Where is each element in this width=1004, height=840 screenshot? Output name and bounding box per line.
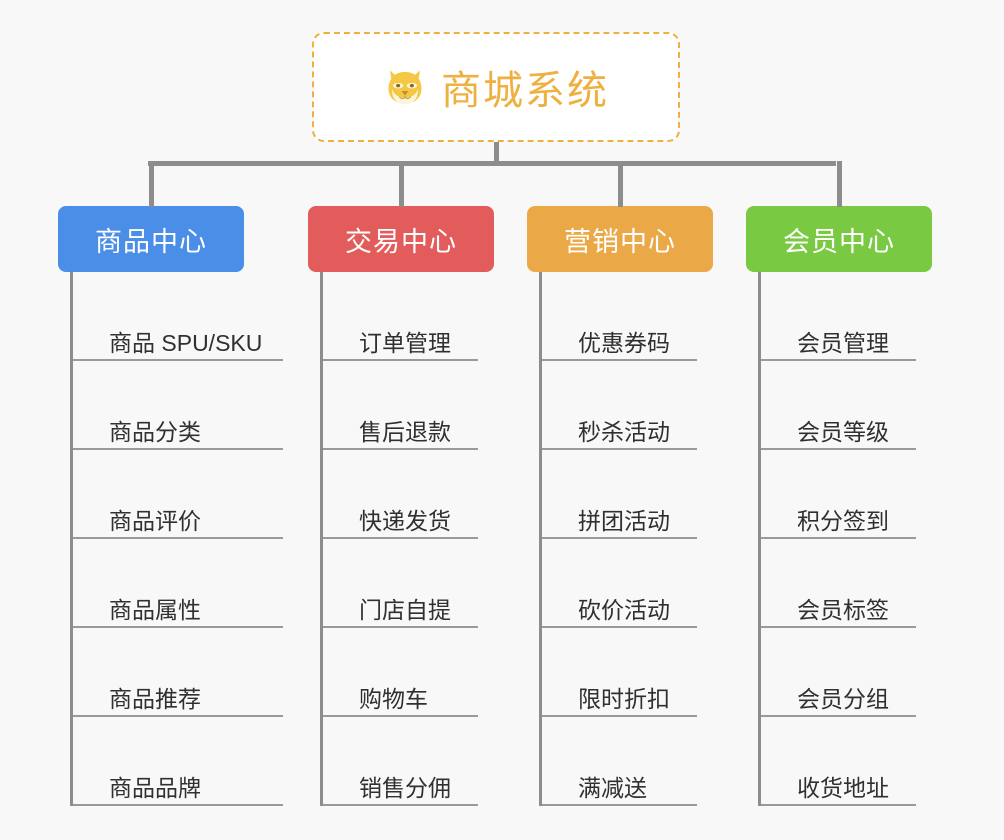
leaf-underline bbox=[761, 626, 916, 628]
leaf-item[interactable]: 购物车 bbox=[323, 628, 494, 717]
leaf-item[interactable]: 售后退款 bbox=[323, 361, 494, 450]
trunk-drop-connector bbox=[618, 161, 623, 207]
leaf-underline bbox=[73, 715, 283, 717]
leaf-item[interactable]: 会员标签 bbox=[761, 539, 932, 628]
leaf-underline bbox=[542, 359, 697, 361]
leaf-label: 秒杀活动 bbox=[578, 419, 670, 445]
branch-header-2[interactable]: 交易中心 bbox=[308, 206, 494, 272]
leaf-underline bbox=[761, 715, 916, 717]
trunk-horizontal-connector bbox=[148, 161, 836, 166]
leaf-label: 门店自提 bbox=[359, 597, 451, 623]
leaf-label: 会员等级 bbox=[797, 419, 889, 445]
leaf-label: 商品分类 bbox=[109, 419, 201, 445]
leaf-underline bbox=[323, 804, 478, 806]
leaf-label: 商品品牌 bbox=[109, 775, 201, 801]
leaf-underline bbox=[542, 804, 697, 806]
leaf-underline bbox=[73, 448, 283, 450]
leaf-label: 商品 SPU/SKU bbox=[109, 330, 263, 356]
leaf-label: 满减送 bbox=[578, 775, 647, 801]
trunk-drop-connector bbox=[149, 161, 154, 207]
root-title: 商城系统 bbox=[441, 69, 609, 113]
leaf-label: 订单管理 bbox=[359, 330, 451, 356]
leaf-item[interactable]: 秒杀活动 bbox=[542, 361, 713, 450]
leaf-label: 收货地址 bbox=[797, 775, 889, 801]
leaf-label: 会员管理 bbox=[797, 330, 889, 356]
leaf-item[interactable]: 商品 SPU/SKU bbox=[73, 272, 283, 361]
leaf-label: 拼团活动 bbox=[578, 508, 670, 534]
leaf-label: 优惠券码 bbox=[578, 330, 670, 356]
leaf-item[interactable]: 门店自提 bbox=[323, 539, 494, 628]
leaf-item[interactable]: 会员管理 bbox=[761, 272, 932, 361]
leaf-underline bbox=[73, 804, 283, 806]
branch-column: 交易中心订单管理售后退款快递发货门店自提购物车销售分佣 bbox=[308, 206, 494, 806]
leaf-underline bbox=[323, 626, 478, 628]
leaf-label: 商品评价 bbox=[109, 508, 201, 534]
leaf-label: 购物车 bbox=[359, 686, 428, 712]
leaf-item[interactable]: 收货地址 bbox=[761, 717, 932, 806]
leaf-underline bbox=[542, 448, 697, 450]
leaf-underline bbox=[73, 537, 283, 539]
leaf-underline bbox=[761, 448, 916, 450]
leaf-underline bbox=[323, 537, 478, 539]
leaf-item[interactable]: 会员分组 bbox=[761, 628, 932, 717]
leaf-item[interactable]: 满减送 bbox=[542, 717, 713, 806]
leaf-label: 限时折扣 bbox=[578, 686, 670, 712]
branch-header-1[interactable]: 商品中心 bbox=[58, 206, 244, 272]
leaf-underline bbox=[761, 804, 916, 806]
branch-column: 营销中心优惠券码秒杀活动拼团活动砍价活动限时折扣满减送 bbox=[527, 206, 713, 806]
root-node[interactable]: 商城系统 bbox=[312, 32, 680, 142]
leaf-item[interactable]: 优惠券码 bbox=[542, 272, 713, 361]
shiba-dog-face-icon bbox=[383, 65, 427, 109]
leaf-underline bbox=[73, 359, 283, 361]
trunk-drop-connector bbox=[399, 161, 404, 207]
branch-column: 会员中心会员管理会员等级积分签到会员标签会员分组收货地址 bbox=[746, 206, 932, 806]
leaf-label: 砍价活动 bbox=[578, 597, 670, 623]
leaf-underline bbox=[323, 359, 478, 361]
leaf-label: 会员标签 bbox=[797, 597, 889, 623]
trunk-drop-connector bbox=[837, 161, 842, 207]
leaf-underline bbox=[542, 537, 697, 539]
leaf-item[interactable]: 拼团活动 bbox=[542, 450, 713, 539]
leaf-label: 商品属性 bbox=[109, 597, 201, 623]
leaf-label: 商品推荐 bbox=[109, 686, 201, 712]
leaf-item[interactable]: 限时折扣 bbox=[542, 628, 713, 717]
branch-column: 商品中心商品 SPU/SKU 商品分类商品评价商品属性商品推荐商品品牌 bbox=[58, 206, 283, 806]
leaf-item[interactable]: 商品评价 bbox=[73, 450, 283, 539]
leaf-item[interactable]: 会员等级 bbox=[761, 361, 932, 450]
leaf-underline bbox=[761, 359, 916, 361]
leaf-list: 订单管理售后退款快递发货门店自提购物车销售分佣 bbox=[320, 272, 494, 806]
branch-header-3[interactable]: 营销中心 bbox=[527, 206, 713, 272]
leaf-list: 会员管理会员等级积分签到会员标签会员分组收货地址 bbox=[758, 272, 932, 806]
branch-header-4[interactable]: 会员中心 bbox=[746, 206, 932, 272]
leaf-list: 商品 SPU/SKU 商品分类商品评价商品属性商品推荐商品品牌 bbox=[70, 272, 283, 806]
leaf-underline bbox=[542, 626, 697, 628]
leaf-label: 快递发货 bbox=[359, 508, 451, 534]
trunk-stem-connector bbox=[494, 142, 499, 166]
leaf-list: 优惠券码秒杀活动拼团活动砍价活动限时折扣满减送 bbox=[539, 272, 713, 806]
leaf-underline bbox=[323, 448, 478, 450]
leaf-item[interactable]: 商品推荐 bbox=[73, 628, 283, 717]
leaf-item[interactable]: 积分签到 bbox=[761, 450, 932, 539]
leaf-label: 售后退款 bbox=[359, 419, 451, 445]
leaf-item[interactable]: 商品属性 bbox=[73, 539, 283, 628]
leaf-item[interactable]: 商品分类 bbox=[73, 361, 283, 450]
leaf-label: 会员分组 bbox=[797, 686, 889, 712]
leaf-underline bbox=[73, 626, 283, 628]
leaf-label: 销售分佣 bbox=[359, 775, 451, 801]
leaf-underline bbox=[542, 715, 697, 717]
leaf-item[interactable]: 订单管理 bbox=[323, 272, 494, 361]
leaf-label: 积分签到 bbox=[797, 508, 889, 534]
leaf-item[interactable]: 销售分佣 bbox=[323, 717, 494, 806]
leaf-item[interactable]: 商品品牌 bbox=[73, 717, 283, 806]
leaf-underline bbox=[761, 537, 916, 539]
leaf-item[interactable]: 快递发货 bbox=[323, 450, 494, 539]
leaf-item[interactable]: 砍价活动 bbox=[542, 539, 713, 628]
leaf-underline bbox=[323, 715, 478, 717]
